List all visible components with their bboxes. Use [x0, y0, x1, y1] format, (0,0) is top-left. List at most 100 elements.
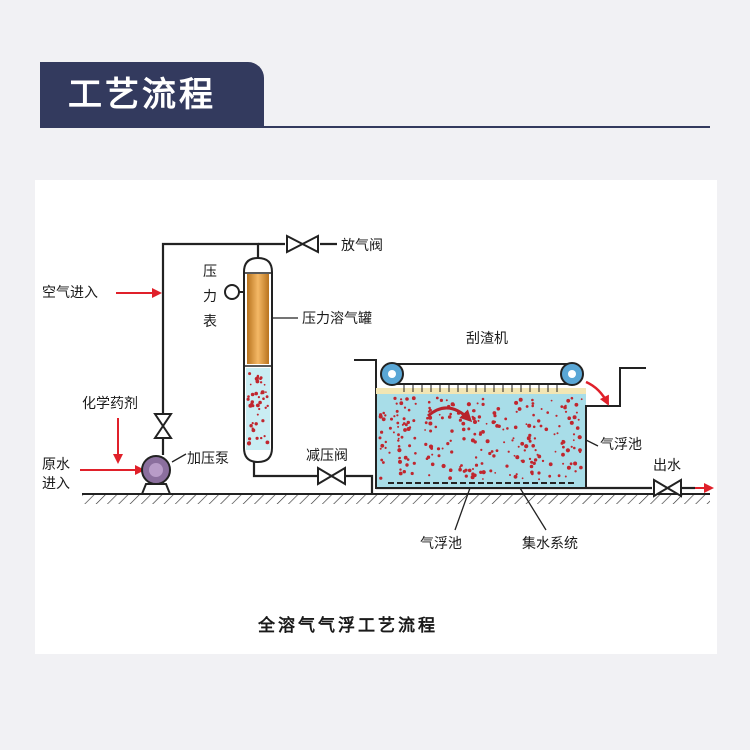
bubble [266, 404, 269, 408]
leader-lines [171, 317, 599, 531]
bubble [251, 428, 256, 433]
bubble [526, 436, 531, 441]
bubble [414, 452, 417, 455]
bubble [428, 444, 434, 449]
bubble [504, 417, 508, 421]
bubble [540, 408, 543, 410]
bubble [481, 402, 485, 406]
bubble [426, 455, 431, 459]
bubble [478, 432, 482, 436]
flotation-tank [354, 359, 646, 489]
bubble [397, 445, 401, 448]
header-divider [40, 126, 710, 128]
bubble [493, 414, 497, 418]
bubble [258, 400, 262, 405]
bubble [489, 469, 493, 473]
bubble [503, 441, 506, 444]
pressure-gauge-icon [224, 284, 246, 300]
bubble [579, 465, 583, 470]
pressure-tank [243, 256, 273, 464]
bubble [249, 383, 252, 386]
bubble [577, 435, 582, 440]
bubble [560, 405, 564, 408]
bubble [449, 439, 452, 442]
bubble [407, 408, 411, 412]
bubble [532, 425, 536, 429]
bubble [441, 447, 444, 450]
bubble [575, 426, 580, 430]
label-raw-water-1: 原水 [42, 457, 70, 473]
bubble [564, 475, 567, 478]
bubble [570, 445, 573, 448]
label-air-in: 空气进入 [42, 285, 98, 301]
bubble [397, 433, 400, 437]
bubble [410, 471, 414, 476]
bubble [399, 401, 404, 406]
bubble [257, 396, 260, 399]
bubble [514, 400, 519, 405]
bubble [511, 439, 514, 442]
bubble [481, 397, 485, 401]
reduce-valve-icon [317, 466, 346, 486]
bubble [488, 451, 492, 456]
bubble [435, 396, 439, 400]
bubble [382, 462, 384, 464]
bubble [440, 416, 444, 420]
bubble [555, 414, 558, 417]
bubble [426, 416, 429, 420]
bubble [562, 445, 565, 449]
bubble [403, 455, 408, 460]
bubble [260, 390, 265, 395]
bubble [424, 442, 428, 446]
bubble [431, 453, 434, 456]
bubble [509, 474, 511, 476]
bubble [393, 415, 396, 418]
bubble [397, 448, 402, 453]
bubble [521, 477, 524, 480]
bubble [403, 406, 407, 409]
bubble [524, 444, 529, 449]
label-tank: 压力溶气罐 [302, 311, 372, 327]
label-collect-system: 集水系统 [522, 535, 578, 552]
bubble [392, 431, 395, 434]
bubble [548, 462, 553, 467]
bubble [561, 440, 566, 444]
bubble [527, 423, 532, 428]
bubble [406, 420, 410, 425]
bubble [485, 439, 490, 444]
bubble [517, 445, 520, 448]
bubble [485, 422, 488, 425]
bubble [258, 407, 261, 411]
bubble [430, 462, 435, 467]
bubble [393, 396, 397, 400]
bubble [466, 402, 471, 407]
bubble [248, 372, 252, 376]
bubble [520, 441, 525, 446]
bubble [515, 473, 518, 476]
bubble [400, 435, 404, 439]
bubble [550, 399, 553, 402]
bubble [400, 398, 403, 401]
bubble [255, 436, 259, 440]
bubble [506, 427, 509, 430]
bubble [406, 458, 410, 461]
bubble [565, 448, 571, 453]
bubble [567, 416, 571, 421]
bubble [254, 391, 258, 396]
bubble [507, 450, 510, 453]
bubble [513, 474, 518, 479]
bubble [532, 461, 536, 465]
bubble [428, 408, 432, 412]
bubble [523, 449, 526, 452]
bubble [569, 462, 573, 466]
bubble [533, 458, 538, 462]
bubble [395, 402, 398, 405]
tank-bubbles [246, 372, 270, 446]
bubble [495, 424, 499, 428]
bubble [530, 470, 534, 475]
bubble [434, 425, 438, 429]
bubble [402, 470, 406, 474]
bubble [428, 421, 433, 426]
bubble [473, 440, 477, 444]
